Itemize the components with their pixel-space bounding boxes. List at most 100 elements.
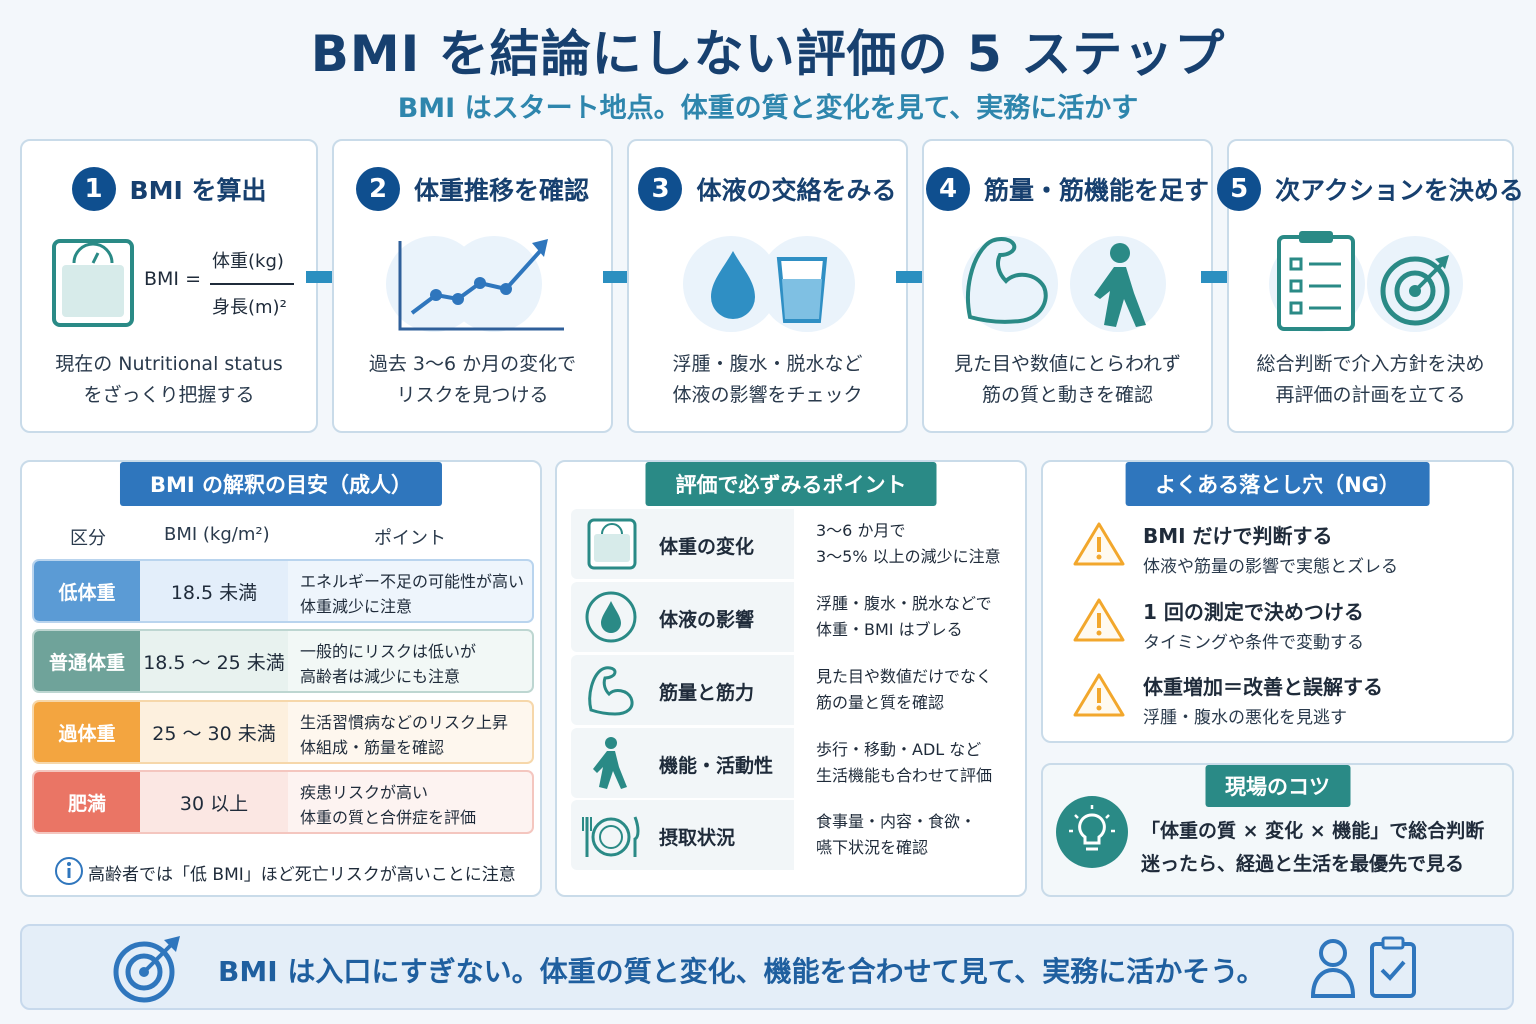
plate-cutlery-icon (582, 816, 640, 857)
step-desc-line2: リスクを見つける (396, 384, 549, 406)
step-desc-line2: をざっくり把握する (83, 384, 255, 406)
point-desc-line1: 3～6 か月で (816, 521, 906, 540)
evaluation-points-panel: 評価で必ずみるポイント 体重の変化 3～6 か月で 3～5% 以上の減少に注意 … (555, 460, 1027, 897)
formula-numerator: 体重(kg) (212, 251, 284, 272)
step-number: 5 (1217, 167, 1262, 211)
bmi-note-line2: 高齢者は減少にも注意 (300, 667, 461, 686)
bmi-note-line1: エネルギー不足の可能性が高い (300, 572, 525, 591)
panel-tag: BMI の解釈の目安（成人） (119, 462, 443, 506)
step-desc-line1: 浮腫・腹水・脱水など (672, 353, 863, 375)
step-desc-line1: 過去 3～6 か月の変化で (368, 353, 577, 375)
tips-line2: 迷ったら、経過と生活を最優先で見る (1141, 853, 1465, 875)
clipboard-check-icon (1370, 936, 1416, 998)
bmi-category: 過体重 (34, 702, 140, 762)
step-card-2: 2 体重推移を確認 過去 3～6 か月の変化で リスクを見つける (332, 139, 613, 433)
pitfall-title: 1 回の測定で決めつける (1143, 600, 1364, 624)
bmi-value: 18.5 ～ 25 未満 (140, 631, 288, 691)
bmi-note-line2: 体組成・筋量を確認 (300, 738, 445, 757)
step-title: 次アクションを決める (1275, 176, 1524, 205)
step-card-3: 3 体液の交絡をみる 浮腫・腹水・脱水など 体液の影響をチェック (627, 139, 908, 433)
bmi-note-line1: 一般的にリスクは低いが (300, 642, 477, 661)
summary-text: BMI は入口にすぎない。体重の質と変化、機能を合わせて見て、実務に活かそう。 (218, 955, 1265, 988)
col-header-point: ポイント (374, 528, 446, 549)
step-title: 体液の交絡をみる (696, 176, 897, 205)
pitfall-title: BMI だけで判断する (1143, 524, 1333, 548)
col-header-category: 区分 (70, 528, 106, 549)
step-desc-line1: 見た目や数値にとらわれず (953, 353, 1182, 375)
step-number: 1 (71, 167, 116, 211)
bmi-formula: BMI = 体重(kg) 身長(m)² (22, 229, 316, 339)
bmi-value: 25 ～ 30 未満 (140, 702, 288, 762)
point-desc-line1: 食事量・内容・食欲・ (816, 812, 977, 831)
point-desc-line2: 嚥下状況を確認 (816, 838, 929, 857)
panel-tag: 評価で必ずみるポイント (645, 462, 937, 506)
summary-footer: BMI は入口にすぎない。体重の質と変化、機能を合わせて見て、実務に活かそう。 (20, 924, 1514, 1010)
point-row-function: 機能・活動性 歩行・移動・ADL など 生活機能も合わせて評価 (571, 728, 1012, 798)
step-desc-line1: 現在の Nutritional status (55, 353, 283, 375)
point-label: 筋量と筋力 (659, 682, 755, 704)
info-icon (55, 857, 83, 885)
bmi-value: 18.5 未満 (140, 561, 288, 621)
step-title: 体重推移を確認 (413, 176, 589, 205)
bmi-category: 普通体重 (34, 631, 140, 691)
formula-denominator: 身長(m)² (212, 297, 287, 318)
bmi-note-line1: 疾患リスクが高い (300, 783, 429, 802)
scale-icon (587, 518, 637, 570)
point-desc-line2: 生活機能も合わせて評価 (816, 766, 993, 785)
page-subtitle: BMI はスタート地点。体重の質と変化を見て、実務に活かす (397, 93, 1139, 124)
point-row-body-fluid: 体液の影響 浮腫・腹水・脱水などで 体重・BMI はブレる (571, 582, 1012, 652)
trend-chart-icon (386, 236, 564, 332)
panel-tag: よくある落とし穴（NG） (1125, 462, 1430, 506)
point-label: 体液の影響 (659, 609, 755, 631)
pitfall-desc: 体液や筋量の影響で実態とズレる (1143, 557, 1398, 577)
target-icon (113, 936, 180, 1003)
warning-icon (1073, 522, 1125, 566)
tips-line1: 「体重の質 × 変化 × 機能」で総合判断 (1141, 820, 1485, 842)
lightbulb-icon (1056, 796, 1128, 868)
page-title: BMI を結論にしない評価の 5 ステップ (310, 25, 1226, 83)
walking-person-icon (593, 737, 627, 789)
bmi-row-underweight: 低体重 18.5 未満 エネルギー不足の可能性が高い 体重減少に注意 (32, 559, 534, 623)
point-desc-line2: 体重・BMI はブレる (816, 620, 963, 639)
point-desc-line1: 歩行・移動・ADL など (816, 740, 982, 759)
pitfall-item: 1 回の測定で決めつける タイミングや条件で変動する (1073, 596, 1364, 653)
bmi-footnote: 高齢者では「低 BMI」ほど死亡リスクが高いことに注意 (88, 865, 516, 885)
warning-icon (1073, 598, 1125, 642)
step-card-4: 4 筋量・筋機能を足す 見た目や数値にとらわれず 筋の質と動きを確認 (922, 139, 1213, 433)
water-drop-icon (585, 591, 637, 643)
common-pitfalls-panel: よくある落とし穴（NG） BMI だけで判断する 体液や筋量の影響で実態とズレる… (1041, 460, 1514, 743)
bmi-row-normal: 普通体重 18.5 ～ 25 未満 一般的にリスクは低いが 高齢者は減少にも注意 (32, 629, 534, 693)
point-label: 体重の変化 (659, 536, 755, 558)
step-title: 筋量・筋機能を足す (983, 176, 1209, 205)
pitfall-desc: 浮腫・腹水の悪化を見逃す (1143, 708, 1347, 728)
bmi-note-line2: 体重の質と合併症を評価 (300, 808, 477, 827)
field-tips-panel: 現場のコツ 「体重の質 × 変化 × 機能」で総合判断 迷ったら、経過と生活を最… (1041, 763, 1514, 897)
step-desc-line2: 筋の質と動きを確認 (981, 384, 1153, 406)
point-label: 摂取状況 (659, 827, 736, 849)
step-desc-line1: 総合判断で介入方針を決め (1256, 353, 1485, 375)
point-row-muscle: 筋量と筋力 見た目や数値だけでなく 筋の量と質を確認 (571, 655, 1012, 725)
formula-lhs: BMI = (144, 268, 201, 290)
pitfall-item: 体重増加＝改善と誤解する 浮腫・腹水の悪化を見逃す (1073, 671, 1383, 728)
step-number: 3 (638, 167, 683, 211)
bmi-interpretation-panel: BMI の解釈の目安（成人） 区分 BMI (kg/m²) ポイント 低体重 1… (20, 460, 542, 897)
col-header-bmi: BMI (kg/m²) (164, 524, 270, 545)
step-card-1: 1 BMI を算出 BMI = 体重(kg) 身長(m)² 現在の Nutrit… (20, 139, 318, 433)
bmi-note-line1: 生活習慣病などのリスク上昇 (300, 713, 509, 732)
point-desc-line2: 3～5% 以上の減少に注意 (816, 547, 1001, 566)
checklist-and-target-icon (1269, 231, 1463, 332)
step-card-5: 5 次アクションを決める 総合判断で介入方針を決め 再評価の計画を立てる (1217, 139, 1524, 433)
point-desc-line1: 浮腫・腹水・脱水などで (816, 594, 992, 613)
bmi-row-overweight: 過体重 25 ～ 30 未満 生活習慣病などのリスク上昇 体組成・筋量を確認 (32, 700, 534, 764)
point-row-intake: 摂取状況 食事量・内容・食欲・ 嚥下状況を確認 (571, 800, 1012, 870)
muscle-arm-icon (588, 666, 634, 716)
warning-icon (1073, 673, 1125, 717)
step-number: 2 (355, 167, 400, 211)
point-label: 機能・活動性 (659, 755, 774, 777)
point-row-weight-change: 体重の変化 3～6 か月で 3～5% 以上の減少に注意 (571, 509, 1012, 579)
bmi-row-obese: 肥満 30 以上 疾患リスクが高い 体重の質と合併症を評価 (32, 770, 534, 834)
pitfall-title: 体重増加＝改善と誤解する (1143, 675, 1383, 699)
bmi-note-line2: 体重減少に注意 (300, 597, 413, 616)
pitfall-desc: タイミングや条件で変動する (1143, 633, 1364, 653)
bmi-category: 肥満 (34, 772, 140, 832)
